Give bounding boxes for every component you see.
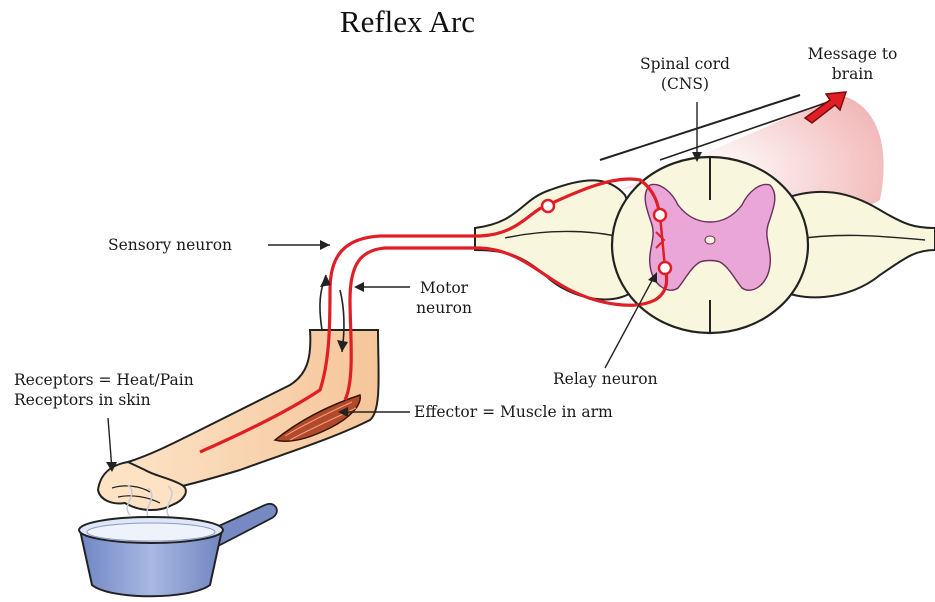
message-to-brain-label: Message to brain: [790, 44, 915, 84]
spinal-cord-label-line1: Spinal cord: [630, 54, 740, 74]
motor-neuron-label-line2: neuron: [404, 298, 484, 318]
motor-neuron-label-line1: Motor: [404, 278, 484, 298]
diagram-title: Reflex Arc: [0, 4, 815, 40]
spinal-cord-label: Spinal cord (CNS): [630, 54, 740, 94]
spinal-cord-label-line2: (CNS): [630, 74, 740, 94]
saucepan-icon: [79, 504, 277, 596]
relay-neuron-label: Relay neuron: [553, 369, 658, 389]
receptors-label-line2: Receptors in skin: [14, 390, 194, 410]
message-to-brain-line1: Message to: [790, 44, 915, 64]
receptors-label-line1: Receptors = Heat/Pain: [14, 370, 194, 390]
effector-label: Effector = Muscle in arm: [414, 402, 613, 422]
sensory-neuron-label: Sensory neuron: [108, 235, 232, 255]
motor-neuron-label: Motor neuron: [404, 278, 484, 318]
receptors-label: Receptors = Heat/Pain Receptors in skin: [14, 370, 194, 410]
message-to-brain-line2: brain: [790, 64, 915, 84]
spinal-cord-section: [612, 157, 808, 333]
arm: [98, 330, 379, 510]
